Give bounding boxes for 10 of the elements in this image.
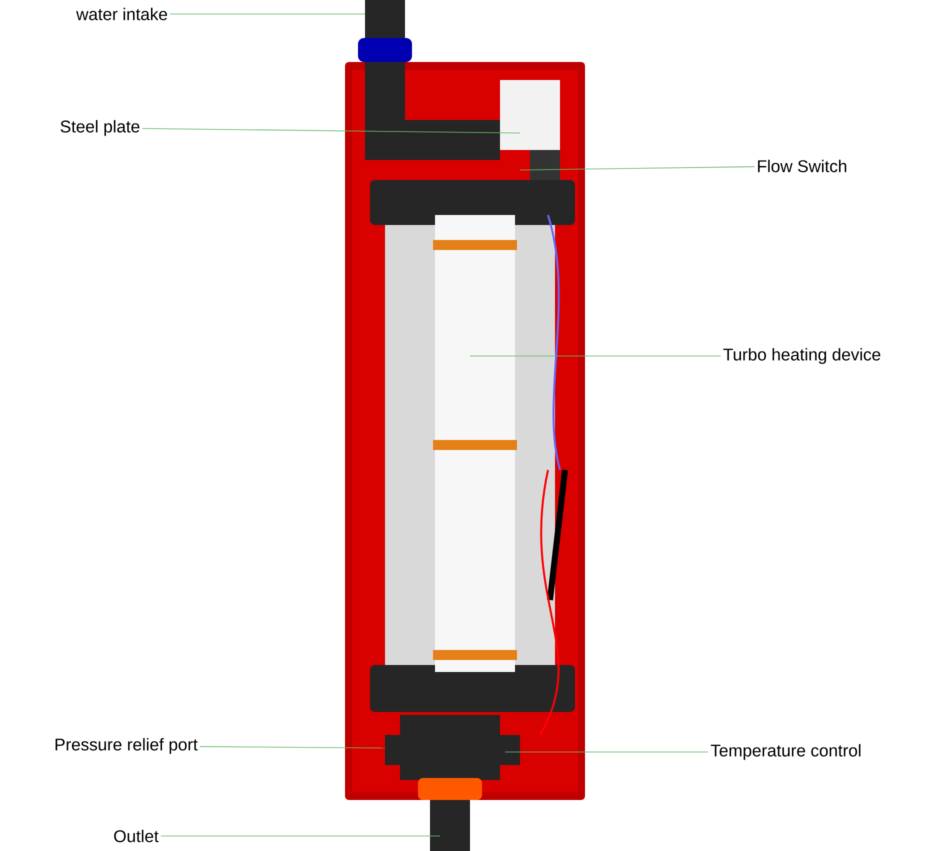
part-label: Outlet — [114, 830, 159, 842]
part-label: Steel plate — [60, 120, 140, 136]
part-label: Temperature control — [710, 744, 860, 760]
leader-line — [520, 166, 755, 170]
leader-line — [200, 746, 386, 748]
part-label: Turbo heating device — [723, 348, 880, 364]
leader-line — [142, 128, 520, 134]
part-label: water intake — [76, 8, 168, 20]
part-label: Pressure relief port — [56, 738, 198, 754]
part-label: Flow Switch — [758, 160, 846, 172]
